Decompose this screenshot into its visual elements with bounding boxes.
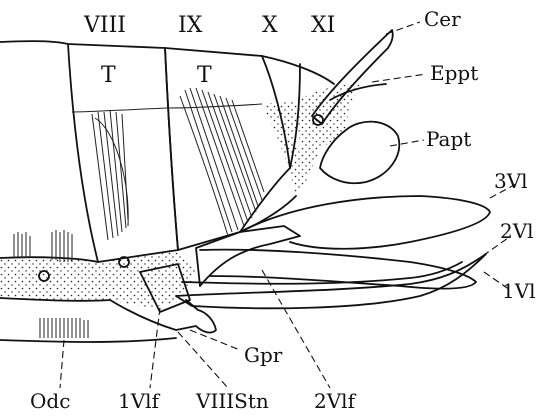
label-2vlf: 2Vlf (314, 389, 357, 413)
stippled-membrane-viii (0, 257, 110, 301)
tergite-label-viii: T (101, 63, 116, 88)
muscle-band-ix (180, 88, 264, 236)
body-ventral-line-3 (0, 338, 176, 342)
label-gpr: Gpr (244, 343, 283, 367)
label-1vlf: 1Vlf (118, 389, 161, 413)
tergite-label-ix: T (197, 63, 212, 88)
leader-cer (386, 22, 420, 34)
segment-label-x: X (262, 13, 278, 38)
tergite-ix-fold (168, 104, 262, 108)
tergite-viii-fold (72, 108, 168, 112)
valve-3 (240, 196, 490, 249)
label-3vl: 3Vl (494, 169, 528, 193)
leader-gpr (190, 330, 240, 350)
stippled-epiproct (298, 84, 360, 186)
leader-2vlf (262, 270, 330, 388)
label-eppt: Eppt (430, 61, 478, 85)
label-odc: Odc (30, 389, 70, 413)
label-viiistn: VIIIStn (195, 389, 269, 413)
label-papt: Papt (426, 127, 471, 151)
segment-label-ix: IX (178, 13, 203, 38)
leader-papt (390, 140, 424, 146)
label-2vl: 2Vl (500, 219, 534, 243)
label-1vl: 1Vl (502, 279, 536, 303)
segment-label-viii: VIII (83, 13, 126, 38)
muscle-band-viii (92, 110, 128, 240)
leader-1vlf (150, 308, 160, 388)
leader-eppt (372, 74, 426, 82)
leader-viiistn (178, 332, 228, 388)
tergite-viii (68, 44, 178, 262)
label-cer: Cer (424, 7, 461, 31)
tergite-ix (165, 48, 300, 250)
leader-odc (60, 340, 64, 388)
segment-label-xi: XI (311, 13, 335, 38)
